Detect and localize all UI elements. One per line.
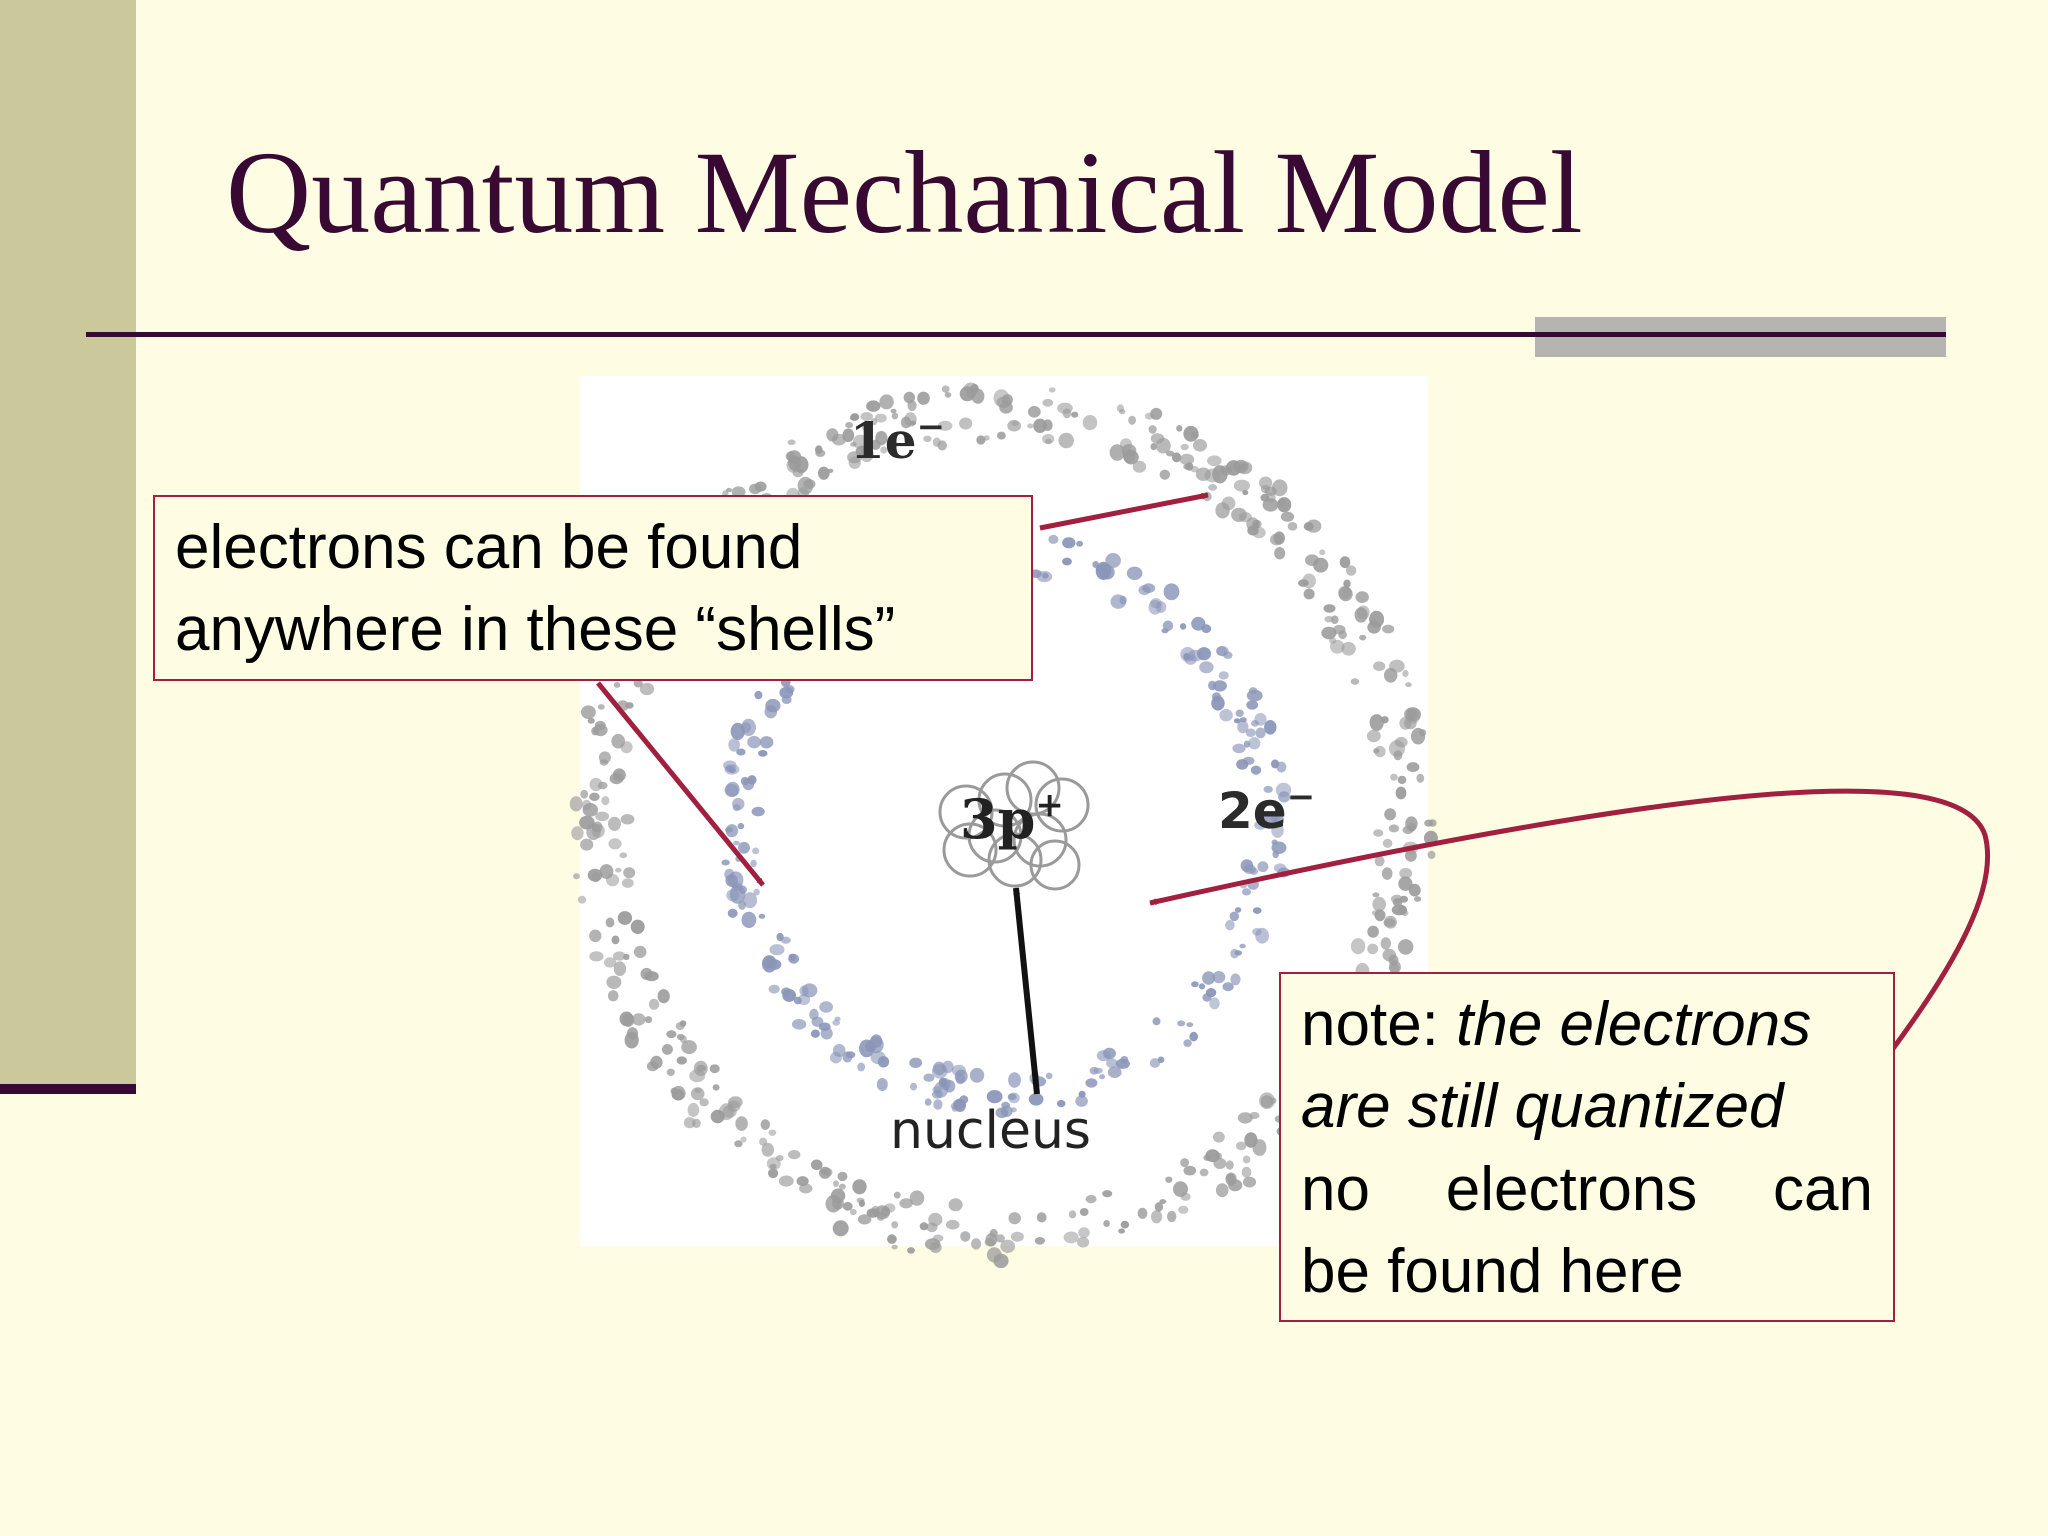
side-accent-bar <box>0 0 136 1084</box>
shells-callout: electrons can be found anywhere in these… <box>153 495 1033 681</box>
side-accent-bar-foot <box>0 1084 136 1094</box>
note-line-3: no electrons can <box>1301 1154 1873 1224</box>
nucleus-caption: nucleus <box>890 1101 1091 1161</box>
nucleus <box>938 760 1090 891</box>
slide-title: Quantum Mechanical Model <box>226 127 1583 258</box>
title-rule-overlay <box>1535 332 1946 337</box>
nucleus-pointer-arrow <box>1013 887 1040 1095</box>
shells-arrow-inner <box>596 681 765 887</box>
shells-callout-line-2: anywhere in these “shells” <box>175 595 896 665</box>
inner-shell-label: 2e− <box>1218 777 1315 840</box>
shells-arrow-outer <box>1039 492 1209 531</box>
title-rule-shadow <box>1535 317 1946 357</box>
title-rule <box>86 332 1946 337</box>
note-line-2: are still quantized <box>1301 1072 1784 1142</box>
nucleus-label: 3p+ <box>960 785 1064 851</box>
outer-shell-label: 1e− <box>850 407 945 470</box>
note-line-4: be found here <box>1301 1237 1684 1307</box>
note-callout: note: the electrons are still quantized … <box>1279 972 1895 1322</box>
shells-callout-line-1: electrons can be found <box>175 513 803 582</box>
note-line-1: note: the electrons <box>1301 990 1812 1059</box>
